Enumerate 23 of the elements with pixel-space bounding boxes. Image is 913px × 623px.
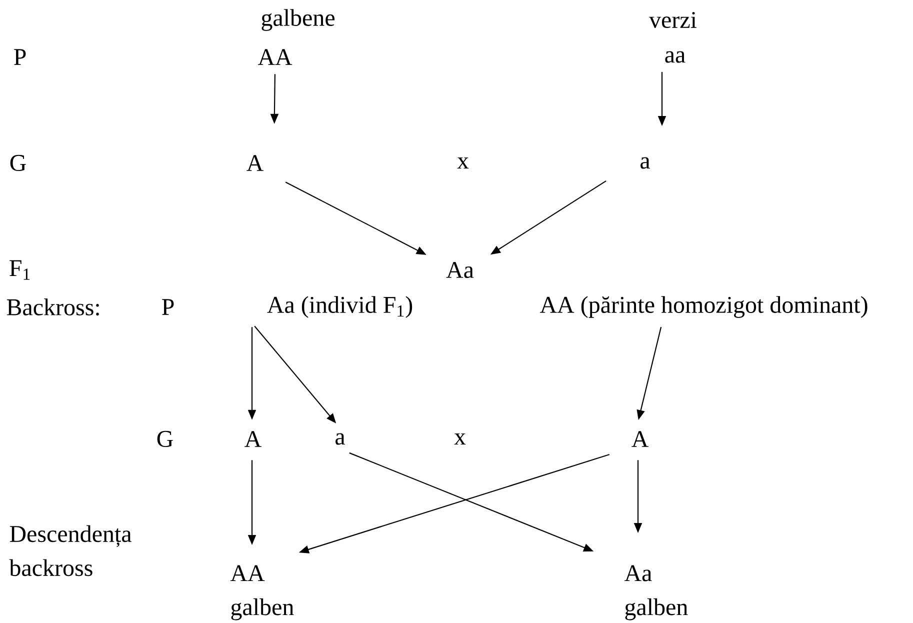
genotype-text: Aa [446, 262, 474, 278]
genotype-text: AA [258, 49, 292, 65]
row-label: Descendența backross [9, 525, 132, 576]
row-label: x [457, 158, 469, 168]
row-label: P [162, 299, 174, 315]
genotype-text: A [246, 155, 264, 171]
genotype-text: A [244, 431, 262, 447]
genotype-text: A [632, 431, 648, 447]
row-label: F$_{1}$ [10, 260, 30, 280]
phenotype-text: verzi [649, 12, 697, 28]
genotype-text: a [336, 433, 345, 445]
genotype-text: Aa (individ F$_{1}$) [267, 296, 412, 318]
row-label: x [454, 434, 466, 444]
genotype-text: AA galben [230, 565, 294, 620]
genotype-text: AA (părinte homozigot dominant) [540, 296, 868, 318]
genotype-text: a [640, 157, 650, 169]
genotype-text: aa [665, 51, 686, 63]
row-label: G [157, 430, 173, 448]
phenotype-text: galbene [262, 9, 334, 31]
genotype-text: Aa galben [624, 565, 688, 620]
row-label: P [14, 49, 26, 65]
row-label: Backross: [6, 298, 99, 316]
row-label: G [10, 154, 26, 172]
